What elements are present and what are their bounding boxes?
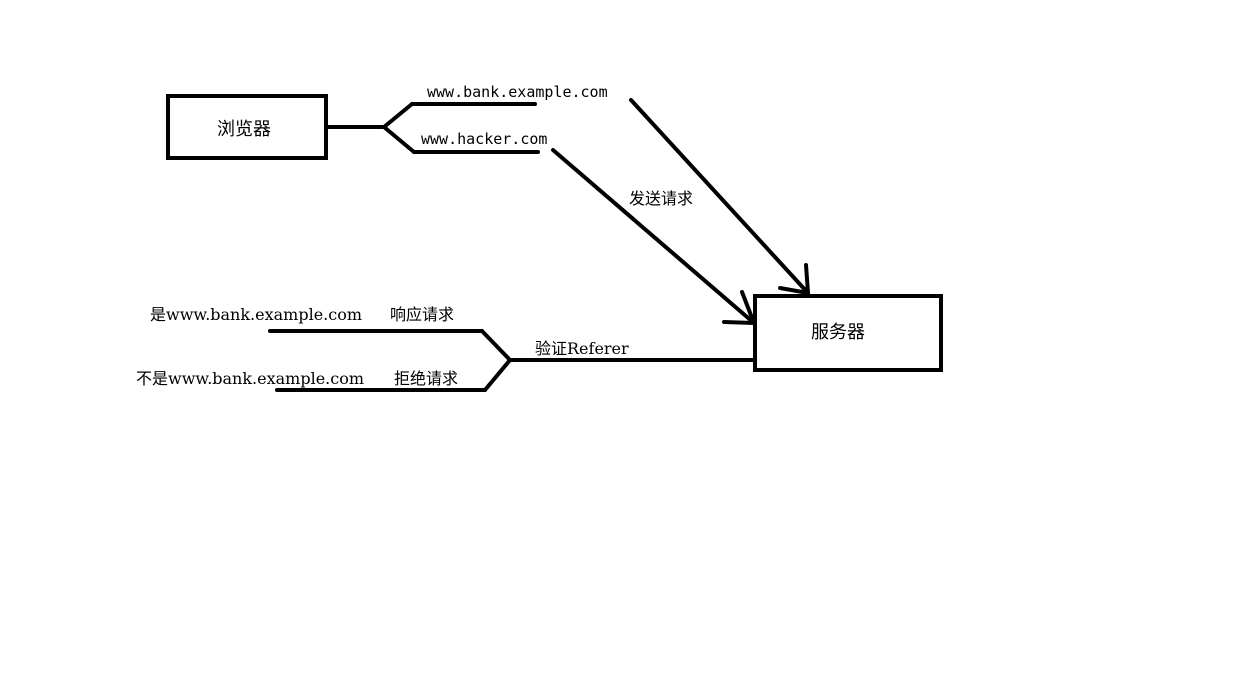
- browser-box: [166, 94, 328, 160]
- fork-lower-line: [382, 125, 416, 154]
- send-request-label: 发送请求: [629, 189, 693, 208]
- verify-upper-line: [480, 329, 512, 362]
- match-result-label: 响应请求: [390, 305, 454, 324]
- verify-fork: [268, 329, 757, 392]
- match-condition-label: 是www.bank.example.com: [150, 305, 362, 324]
- server-label: 服务器: [811, 322, 865, 343]
- mismatch-result-label: 拒绝请求: [394, 369, 458, 388]
- fork-upper-line: [382, 102, 414, 129]
- hacker-request-arrow-shaft: [551, 148, 756, 325]
- server-node: 服务器: [753, 294, 943, 372]
- server-box: [753, 294, 943, 372]
- bank-request-arrowhead: [778, 263, 810, 295]
- verify-lower-line: [483, 358, 512, 392]
- verify-referer-label: 验证Referer: [535, 339, 629, 358]
- browser-label: 浏览器: [217, 119, 271, 140]
- hacker-domain-label: www.hacker.com: [421, 130, 547, 148]
- bank-request-arrow-shaft: [629, 98, 810, 295]
- browser-node: 浏览器: [166, 94, 328, 160]
- browser-fork: [324, 102, 540, 154]
- mismatch-condition-label: 不是www.bank.example.com: [136, 369, 364, 388]
- request-arrows: [551, 98, 810, 325]
- bank-domain-label: www.bank.example.com: [427, 83, 608, 101]
